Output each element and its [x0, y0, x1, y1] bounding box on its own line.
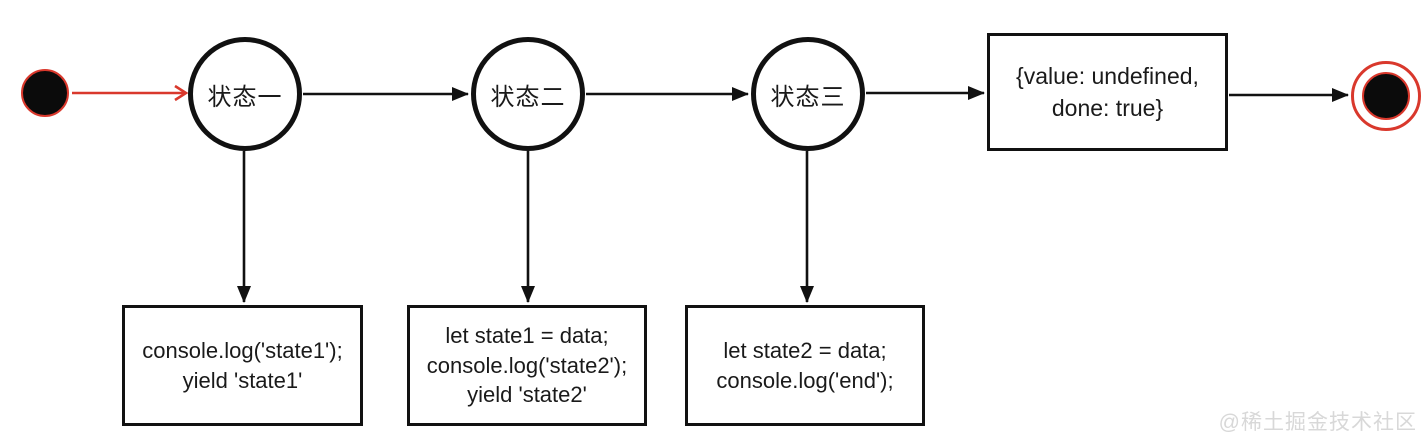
state-node-3: 状态三 [751, 37, 865, 151]
code-line: let state1 = data; [445, 322, 609, 348]
code-line: yield 'state2' [467, 382, 587, 408]
code-box-2: let state1 = data; console.log('state2')… [407, 305, 647, 426]
code-box-3: let state2 = data; console.log('end'); [685, 305, 925, 426]
result-line: done: true} [1051, 95, 1164, 121]
end-node [1351, 61, 1421, 131]
result-box: {value: undefined, done: true} [987, 33, 1228, 151]
end-node-core [1362, 72, 1410, 120]
code-line: console.log('state2'); [426, 352, 628, 378]
state-label: 状态一 [207, 83, 283, 111]
state-node-1: 状态一 [188, 37, 302, 151]
state-label: 状态三 [770, 83, 846, 111]
state-node-2: 状态二 [471, 37, 585, 151]
start-node [21, 69, 69, 117]
code-line: let state2 = data; [723, 337, 887, 363]
state-label: 状态二 [490, 83, 566, 111]
code-line: yield 'state1' [182, 367, 303, 393]
result-line: {value: undefined, [1016, 62, 1199, 89]
watermark: @稀土掘金技术社区 [1218, 411, 1417, 434]
code-line: console.log('end'); [716, 367, 894, 393]
code-line: console.log('state1'); [142, 337, 343, 363]
code-box-1: console.log('state1'); yield 'state1' [122, 305, 363, 426]
